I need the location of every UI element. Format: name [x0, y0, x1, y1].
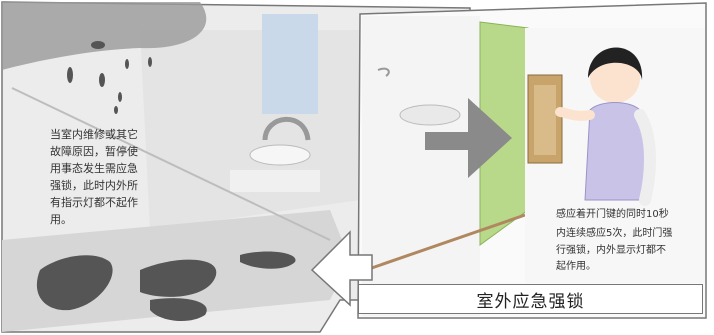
hand: [400, 105, 460, 125]
sink: [250, 145, 310, 165]
left-notice-text: 当室内维修或其它 故障原因，暂停使 用事态发生需应急 强锁，此时内外所 有指示灯…: [50, 126, 200, 228]
instruction-line-2: 内连续感应5次，此时门强: [556, 226, 711, 241]
caption-box: 室外应急强锁: [358, 284, 703, 314]
instruction-line-4: 起作用。: [556, 259, 711, 274]
caption-text: 室外应急强锁: [477, 287, 585, 312]
instruction-line-1: 感应着开门键的同时10秒: [556, 207, 711, 222]
window: [262, 14, 318, 114]
instruction-line-3: 行强锁，内外显示灯都不: [556, 243, 711, 258]
